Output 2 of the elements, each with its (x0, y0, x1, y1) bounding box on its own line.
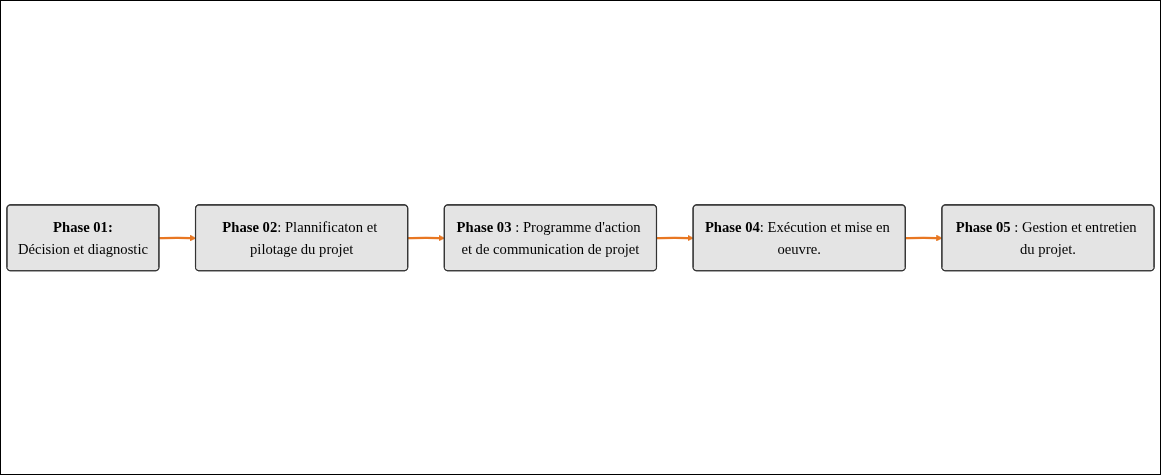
arrow (408, 234, 445, 241)
arrow (656, 234, 694, 241)
